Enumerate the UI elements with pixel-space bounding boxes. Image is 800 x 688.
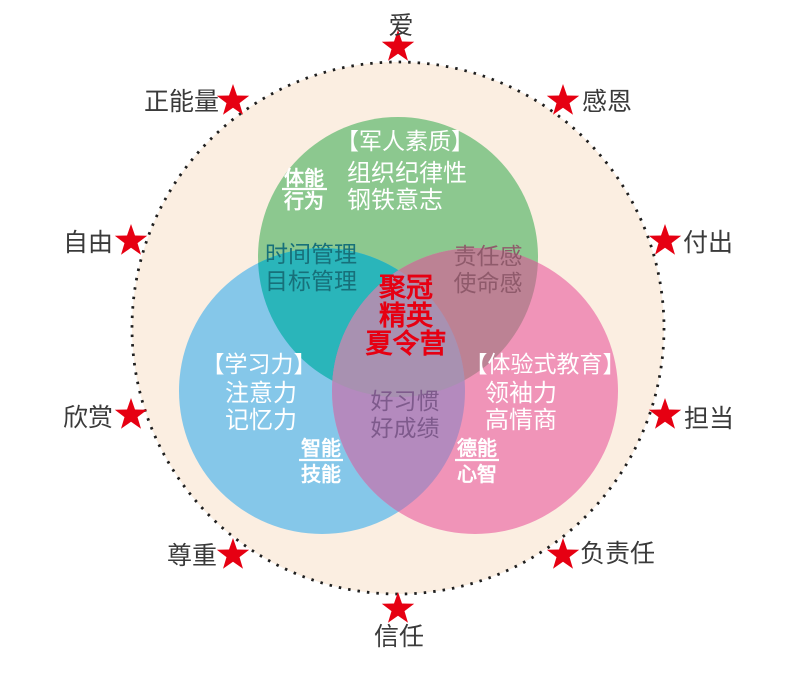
ring-label-responsible: 负责任 [580,539,655,568]
center-title-line3: 夏令营 [366,328,447,360]
overlap-military-learning-label: 时间管理 目标管理 [265,242,357,295]
overlap-me-line2: 使命感 [454,271,523,297]
ring-label-freedom: 自由 [63,228,113,257]
ring-label-trust: 信任 [374,622,424,651]
military-circle-content: 【军人素质】 组织纪律性 钢铁意志 体能 行为 [282,129,474,214]
overlap-military-experiential-label: 责任感 使命感 [454,244,523,297]
military-item-2: 钢铁意志 [347,186,443,214]
learning-circle-content: 【学习力】 注意力 记忆力 智能 技能 [202,352,343,486]
experiential-item-2: 高情商 [485,406,557,434]
ring-label-duty: 担当 [684,404,734,433]
military-item-1: 组织纪律性 [347,159,467,187]
military-title: 【军人素质】 [336,129,474,155]
experiential-badge-top: 德能 [457,436,497,460]
center-title: 聚冠 精英 夏令营 [366,273,447,360]
overlap-learning-experiential-label: 好习惯 好成绩 [371,389,440,442]
learning-badge-top: 智能 [301,436,341,460]
star-icon-giving [648,224,682,255]
ring-label-gratitude: 感恩 [582,87,632,116]
ring-label-appreciation: 欣赏 [63,403,113,432]
overlap-ml-line2: 目标管理 [265,269,357,295]
ring-label-giving: 付出 [683,228,733,257]
star-icon-appreciation [114,398,148,429]
experiential-badge-bottom: 心智 [457,462,497,486]
overlap-ml-line1: 时间管理 [265,242,357,268]
experiential-circle-content: 【体验式教育】 领袖力 高情商 德能 心智 [455,352,626,486]
experiential-item-1: 领袖力 [485,379,557,407]
star-icon-trust [381,592,415,623]
military-badge-top: 体能 [284,166,324,190]
learning-badge-bottom: 技能 [301,462,341,486]
ring-label-love: 爱 [388,11,413,40]
star-icon-duty [648,398,682,429]
ring-label-positive-energy: 正能量 [144,87,219,116]
ring-label-respect: 尊重 [167,541,217,570]
learning-item-2: 记忆力 [225,406,297,434]
military-badge-bottom: 行为 [283,189,324,213]
experiential-title: 【体验式教育】 [465,352,626,378]
learning-title: 【学习力】 [202,352,317,378]
star-icon-positive-energy [216,84,250,115]
center-title-line2: 精英 [379,301,434,332]
learning-item-1: 注意力 [225,379,297,407]
overlap-me-line1: 责任感 [454,244,523,270]
overlap-le-line2: 好成绩 [371,416,440,442]
overlap-le-line1: 好习惯 [371,389,440,415]
center-title-line1: 聚冠 [378,273,433,304]
